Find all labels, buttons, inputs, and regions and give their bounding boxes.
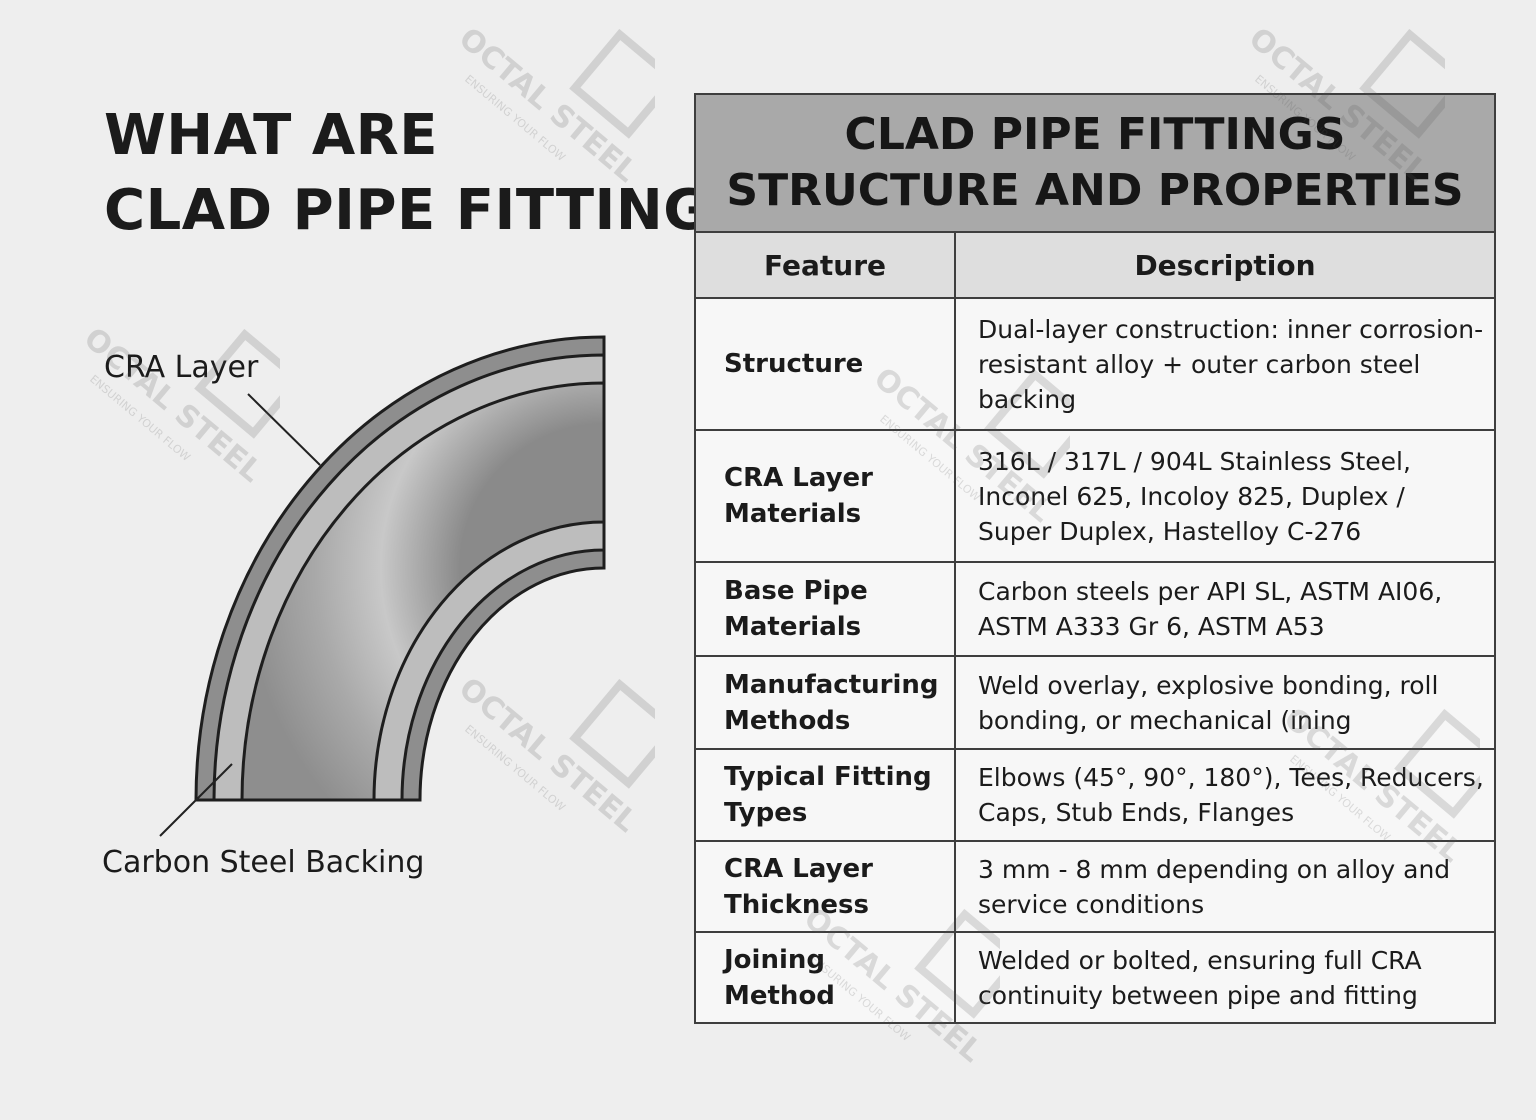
table-row: CRA Layer Thickness 3 mm - 8 mm dependin…	[696, 841, 1494, 933]
cra-leader-line	[247, 393, 321, 466]
header-feature: Feature	[696, 233, 956, 299]
table-row: Typical Fitting Types Elbows (45°, 90°, …	[696, 749, 1494, 842]
table-title: CLAD PIPE FITTINGS STRUCTURE AND PROPERT…	[696, 95, 1494, 233]
properties-grid: Feature Description Structure Dual-layer…	[696, 233, 1494, 1024]
description-cell: Dual-layer construction: inner corrosion…	[955, 298, 1494, 431]
elbow-cra-band	[240, 381, 606, 802]
table-row: CRA Layer Materials 316L / 317L / 904L S…	[696, 430, 1494, 563]
description-cell: Elbows (45°, 90°, 180°), Tees, Reducers,…	[955, 749, 1494, 842]
carbon-steel-backing-label: Carbon Steel Backing	[102, 845, 425, 880]
page-title: WHAT ARE CLAD PIPE FITTING?	[104, 98, 743, 248]
feature-cell: Base Pipe Materials	[696, 562, 956, 657]
header-description: Description	[955, 233, 1494, 299]
feature-cell: CRA Layer Materials	[696, 430, 956, 563]
table-header-row: Feature Description	[696, 233, 1494, 299]
clad-elbow-diagram	[159, 335, 606, 837]
table-row: Joining Method Welded or bolted, ensurin…	[696, 932, 1494, 1024]
description-cell: Carbon steels per API SL, ASTM AI06, AST…	[955, 562, 1494, 657]
description-cell: 3 mm - 8 mm depending on alloy and servi…	[955, 841, 1494, 933]
description-cell: Welded or bolted, ensuring full CRA cont…	[955, 932, 1494, 1024]
table-title-line-2: STRUCTURE AND PROPERTIES	[726, 165, 1464, 216]
page-title-line-1: WHAT ARE	[104, 103, 439, 168]
table-row: Structure Dual-layer construction: inner…	[696, 298, 1494, 431]
page-title-line-2: CLAD PIPE FITTING?	[104, 178, 743, 243]
cra-layer-label: CRA Layer	[104, 350, 259, 385]
properties-table: CLAD PIPE FITTINGS STRUCTURE AND PROPERT…	[694, 93, 1496, 1024]
description-cell: 316L / 317L / 904L Stainless Steel, Inco…	[955, 430, 1494, 563]
feature-cell: Structure	[696, 298, 956, 431]
table-title-line-1: CLAD PIPE FITTINGS	[844, 109, 1346, 160]
feature-cell: CRA Layer Thickness	[696, 841, 956, 933]
table-row: Base Pipe Materials Carbon steels per AP…	[696, 562, 1494, 657]
carbon-leader-line	[159, 763, 233, 837]
table-row: Manufacturing Methods Weld overlay, expl…	[696, 656, 1494, 750]
feature-cell: Joining Method	[696, 932, 956, 1024]
description-cell: Weld overlay, explosive bonding, roll bo…	[955, 656, 1494, 750]
feature-cell: Manufacturing Methods	[696, 656, 956, 750]
feature-cell: Typical Fitting Types	[696, 749, 956, 842]
